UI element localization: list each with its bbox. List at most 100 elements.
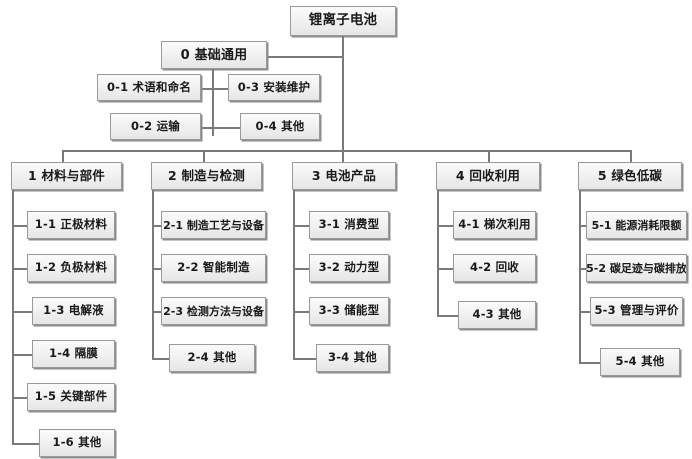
node-2-3-label: 2-3 检测方法与设备 [163,304,264,318]
connector-col5-to-5-2 [579,268,587,270]
node-3-2-label: 3-2 动力型 [318,260,380,275]
node-3-1-label: 3-1 消费型 [318,217,380,232]
node-general[interactable]: 0 基础通用 [161,41,267,69]
connector-col3-to-3-2 [293,268,310,270]
connector-col3-to-3-3 [293,311,310,313]
node-0-1-label: 0-1 术语和命名 [106,79,192,94]
node-1-3[interactable]: 1-3 电解液 [32,297,115,325]
node-2-3[interactable]: 2-3 检测方法与设备 [161,297,266,325]
connector-col3-to-3-1 [293,225,310,227]
node-cat-5-label: 5 绿色低碳 [597,167,663,183]
connector-col4-to-4-1 [437,225,454,227]
node-0-1[interactable]: 0-1 术语和命名 [97,74,201,101]
node-cat-1[interactable]: 1 材料与部件 [11,162,122,190]
connector-general-to-0-3 [212,88,229,90]
connector-rail-col-5 [579,190,581,364]
node-5-2-label: 5-2 碳足迹与碳排放 [586,261,687,275]
connector-general-to-0-4 [212,127,241,129]
node-3-4[interactable]: 3-4 其他 [316,344,389,372]
node-root[interactable]: 锂离子电池 [290,6,396,36]
node-4-2[interactable]: 4-2 回收 [453,254,536,282]
node-1-1-label: 1-1 正极材料 [34,217,108,232]
node-2-1[interactable]: 2-1 制造工艺与设备 [161,211,266,239]
connector-drop-cat-5 [630,150,632,162]
node-root-label: 锂离子电池 [308,12,378,29]
node-general-label: 0 基础通用 [180,47,248,63]
node-3-3[interactable]: 3-3 储能型 [309,297,389,325]
node-0-3[interactable]: 0-3 安装维护 [228,74,320,101]
node-cat-2[interactable]: 2 制造与检测 [151,162,262,190]
node-1-2[interactable]: 1-2 负极材料 [27,254,115,282]
node-5-2[interactable]: 5-2 碳足迹与碳排放 [586,254,687,282]
connector-general-to-0-1 [200,88,214,90]
node-1-3-label: 1-3 电解液 [43,303,104,318]
connector-col1-to-1-6 [12,443,40,445]
node-2-2-label: 2-2 智能制造 [177,260,250,275]
node-1-6-label: 1-6 其他 [52,435,102,450]
node-1-1[interactable]: 1-1 正极材料 [27,211,115,239]
connector-col2-to-2-3 [152,311,162,313]
node-3-1[interactable]: 3-1 消费型 [309,211,389,239]
node-1-2-label: 1-2 负极材料 [34,260,108,275]
node-5-3[interactable]: 5-3 管理与评价 [590,297,683,325]
connector-root-to-general [266,56,344,58]
node-2-4[interactable]: 2-4 其他 [169,344,255,372]
node-2-4-label: 2-4 其他 [187,350,237,365]
connector-col1-to-1-2 [12,268,28,270]
connector-col2-to-2-4 [152,358,170,360]
node-1-4-label: 1-4 隔膜 [49,346,98,361]
node-2-2[interactable]: 2-2 智能制造 [161,254,266,282]
node-3-3-label: 3-3 储能型 [318,303,380,318]
connector-drop-cat-1 [62,150,64,162]
node-3-2[interactable]: 3-2 动力型 [309,254,389,282]
connector-col1-to-1-3 [12,311,33,313]
node-0-4[interactable]: 0-4 其他 [240,113,320,140]
node-5-4-label: 5-4 其他 [615,354,665,369]
connector-col2-to-2-1 [152,225,162,227]
node-cat-2-label: 2 制造与检测 [168,167,245,183]
connector-col5-to-5-1 [579,225,587,227]
connector-root-trunk [342,36,344,151]
node-cat-4-label: 4 回收利用 [455,167,521,183]
node-4-2-label: 4-2 回收 [470,260,519,275]
node-cat-4[interactable]: 4 回收利用 [436,162,540,190]
connector-rail-col-3 [293,190,295,360]
connector-col1-to-1-5 [12,397,28,399]
node-0-3-label: 0-3 安装维护 [237,79,311,94]
node-1-6[interactable]: 1-6 其他 [39,429,115,457]
connector-col4-to-4-3 [437,315,459,317]
connector-drop-cat-4 [488,150,490,162]
node-cat-5[interactable]: 5 绿色低碳 [578,162,682,190]
node-cat-1-label: 1 材料与部件 [28,167,105,183]
node-cat-3[interactable]: 3 电池产品 [292,162,396,190]
node-5-4[interactable]: 5-4 其他 [600,348,680,376]
connector-main-bar [62,150,632,152]
connector-general-to-0-2 [200,127,214,129]
connector-rail-col-2 [152,190,154,360]
node-5-1[interactable]: 5-1 能源消耗限额 [586,211,687,239]
connector-col1-to-1-1 [12,225,28,227]
node-0-4-label: 0-4 其他 [255,118,305,133]
node-1-5[interactable]: 1-5 关键部件 [27,383,115,411]
node-0-2[interactable]: 0-2 运输 [110,113,201,140]
connector-rail-col-4 [437,190,439,317]
connector-general-trunk [212,69,214,136]
node-5-3-label: 5-3 管理与评价 [594,303,679,318]
connector-col5-to-5-4 [579,362,601,364]
node-2-1-label: 2-1 制造工艺与设备 [163,218,264,232]
node-4-3-label: 4-3 其他 [472,307,522,322]
connector-col4-to-4-2 [437,268,454,270]
node-1-4[interactable]: 1-4 隔膜 [32,340,115,368]
node-4-1[interactable]: 4-1 梯次利用 [453,211,536,239]
connector-col1-to-1-4 [12,354,33,356]
connector-drop-cat-3 [342,150,344,162]
connector-rail-col-1 [12,190,14,445]
connector-col5-to-5-3 [579,311,591,313]
node-4-3[interactable]: 4-3 其他 [458,301,536,329]
connector-drop-cat-2 [203,150,205,162]
node-0-2-label: 0-2 运输 [131,118,180,133]
connector-col3-to-3-4 [293,358,317,360]
node-1-5-label: 1-5 关键部件 [34,389,108,404]
connector-col2-to-2-2 [152,268,162,270]
